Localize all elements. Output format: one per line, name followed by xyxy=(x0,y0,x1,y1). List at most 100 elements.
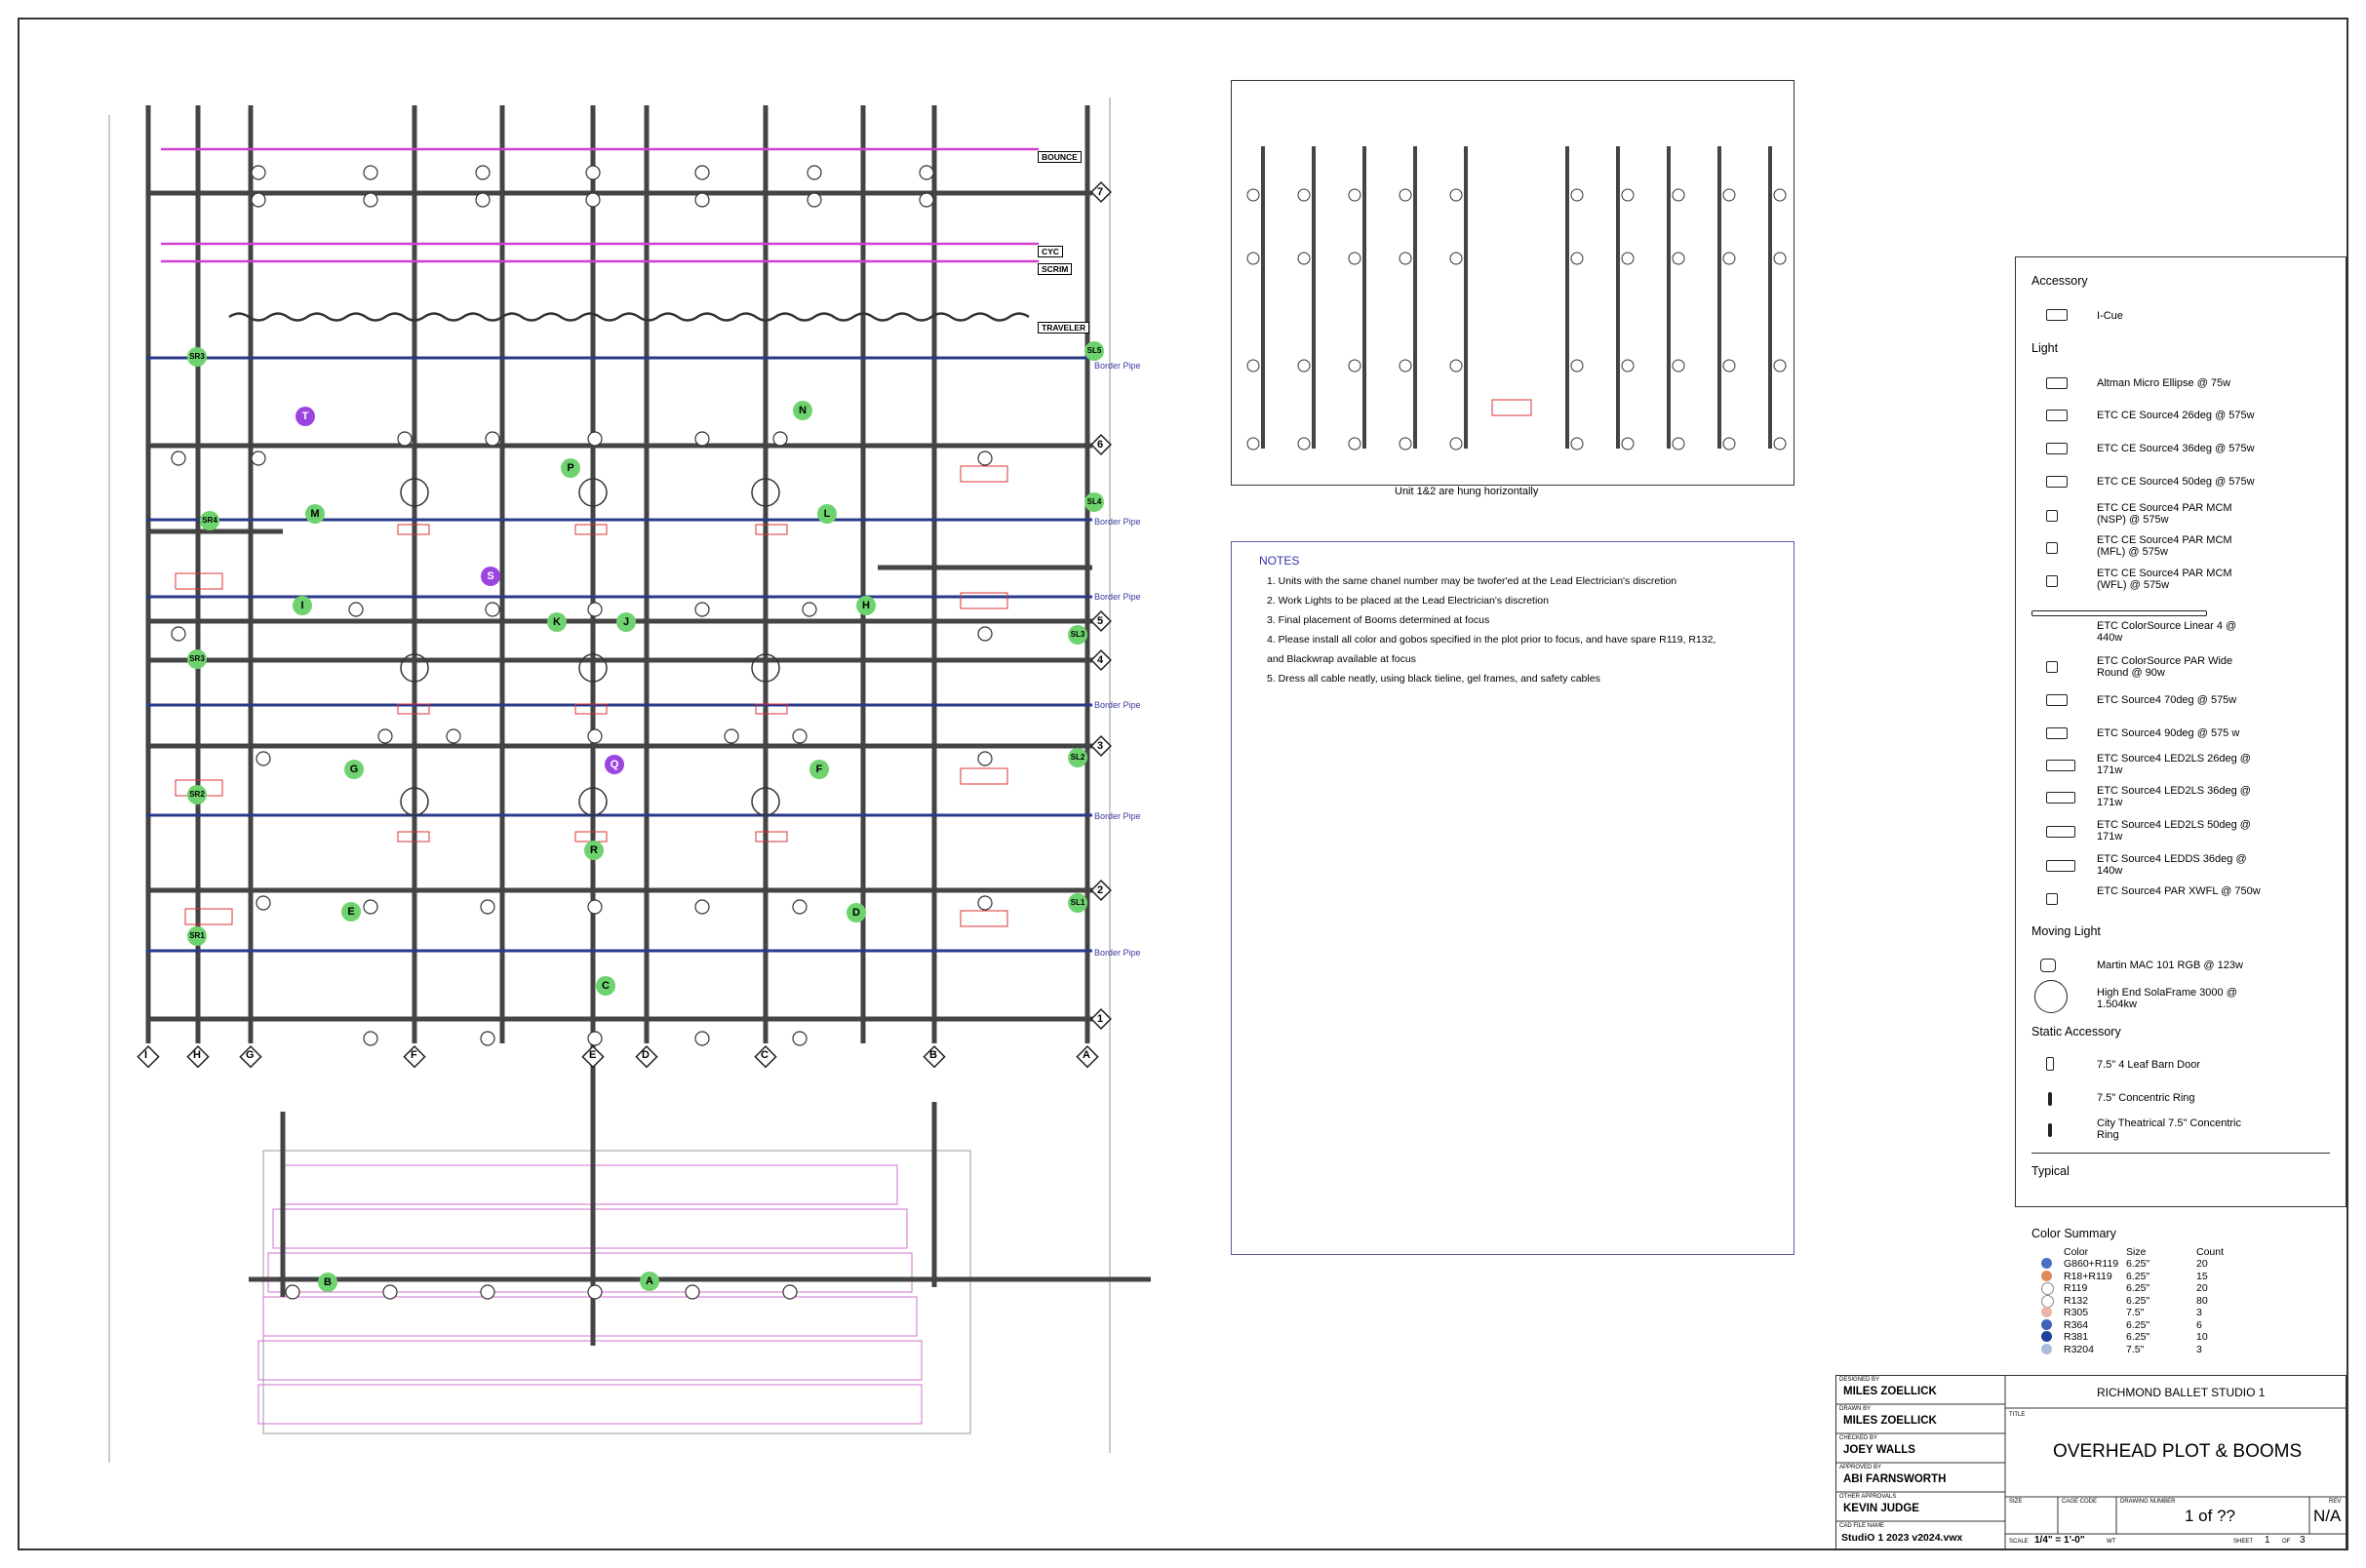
sheet-number: 1 xyxy=(2265,1535,2270,1546)
title-label: TITLE xyxy=(2009,1412,2026,1418)
special-marker: D xyxy=(847,903,866,922)
special-marker: B xyxy=(318,1273,337,1292)
color-summary-cell: 80 xyxy=(2196,1294,2208,1307)
instrument-markers xyxy=(171,165,993,1300)
border-pipes xyxy=(146,356,1092,953)
legend-item: ETC Source4 PAR XWFL @ 750w xyxy=(2097,885,2261,897)
notes-heading: NOTES xyxy=(1259,554,1300,568)
color-swatch xyxy=(2041,1307,2052,1317)
color-summary-cell: 6.25" xyxy=(2126,1331,2150,1343)
legend-section-title: Static Accessory xyxy=(2031,1025,2121,1039)
other-approvals: KEVIN JUDGE xyxy=(1843,1503,1919,1514)
legend-item: ETC ColorSource Linear 4 @ 440w xyxy=(2097,620,2237,644)
color-summary-cell: 6.25" xyxy=(2126,1282,2150,1294)
notes-panel: NOTES 1. Units with the same chanel numb… xyxy=(1231,541,1794,1255)
special-marker: N xyxy=(793,401,812,420)
special-marker: H xyxy=(856,596,876,615)
traveler-curtain xyxy=(228,312,1030,322)
note-item: 5. Dress all cable neatly, using black t… xyxy=(1267,673,1600,685)
color-summary-cell: 15 xyxy=(2196,1270,2208,1282)
grid-letter: C xyxy=(761,1049,769,1061)
boom-label: SR3 xyxy=(187,649,207,669)
note-item: and Blackwrap available at focus xyxy=(1267,653,1416,665)
drawing-title: OVERHEAD PLOT & BOOMS xyxy=(2053,1441,2303,1462)
solaframe-icon xyxy=(2034,980,2068,1013)
client-name: RICHMOND BALLET STUDIO 1 xyxy=(2097,1386,2266,1399)
house-outline xyxy=(108,98,1111,1463)
designed-by: MILES ZOELLICK xyxy=(1843,1386,1937,1397)
legend-item: ETC Source4 LED2LS 50deg @ 171w xyxy=(2097,819,2251,843)
units-caption: Unit 1&2 are hung horizontally xyxy=(1395,486,1539,497)
legend-item: ETC ColorSource PAR Wide Round @ 90w xyxy=(2097,655,2233,679)
pipe-number: 3 xyxy=(1097,740,1104,752)
designed-by-label: DESIGNED BY xyxy=(1839,1377,1880,1383)
color-summary-cell: 3 xyxy=(2196,1307,2202,1318)
color-summary-cell: 3 xyxy=(2196,1343,2202,1355)
special-marker: I xyxy=(293,596,312,615)
boom-label: SL3 xyxy=(1068,625,1087,645)
soft-goods xyxy=(161,147,1039,263)
color-summary-cell: 6 xyxy=(2196,1318,2202,1331)
special-marker: K xyxy=(547,612,567,632)
color-summary-cell: 10 xyxy=(2196,1331,2208,1343)
boom-label: SR3 xyxy=(187,347,207,367)
boom-label: SR1 xyxy=(187,926,207,946)
drawing-sheet xyxy=(18,18,2348,1550)
legend-item: ETC CE Source4 PAR MCM (NSP) @ 575w xyxy=(2097,502,2232,526)
legend-divider xyxy=(2031,1153,2330,1154)
border-pipe-label: Border Pipe xyxy=(1094,592,1141,602)
scale: 1/4" = 1'-0" xyxy=(2034,1535,2085,1546)
ellipsoidal-icon xyxy=(2046,410,2068,421)
legend-item: ETC Source4 70deg @ 575w xyxy=(2097,694,2237,706)
legend-item: Martin MAC 101 RGB @ 123w xyxy=(2097,960,2243,971)
legend-item: ETC Source4 LEDDS 36deg @ 140w xyxy=(2097,853,2247,877)
moving-light-icon xyxy=(2040,959,2056,972)
legend-item: 7.5" 4 Leaf Barn Door xyxy=(2097,1059,2201,1071)
color-summary-title: Color Summary xyxy=(2031,1227,2116,1240)
special-marker: Q xyxy=(605,755,624,774)
note-item: 4. Please install all color and gobos sp… xyxy=(1267,634,1716,646)
special-marker: F xyxy=(809,760,829,779)
color-summary-cell: R132 xyxy=(2064,1294,2089,1307)
led-ellipsoidal-icon xyxy=(2046,792,2075,804)
drawn-by-label: DRAWN BY xyxy=(1839,1406,1872,1412)
legend-item: ETC CE Source4 50deg @ 575w xyxy=(2097,476,2255,488)
color-summary-cell: 6.25" xyxy=(2126,1318,2150,1331)
pipe-number: 5 xyxy=(1097,615,1104,627)
sheet-total: 3 xyxy=(2300,1535,2306,1546)
color-swatch xyxy=(2041,1331,2052,1342)
drawn-by: MILES ZOELLICK xyxy=(1843,1415,1937,1427)
ellipsoidal-icon xyxy=(2046,443,2068,454)
legend-item: City Theatrical 7.5" Concentric Ring xyxy=(2097,1117,2241,1141)
icue-icon xyxy=(2046,309,2068,321)
grid-letter: B xyxy=(929,1049,937,1061)
revision: N/A xyxy=(2313,1507,2342,1525)
special-marker: J xyxy=(616,612,636,632)
par-icon xyxy=(2046,542,2058,554)
legend-item: ETC Source4 90deg @ 575 w xyxy=(2097,727,2240,739)
special-marker: L xyxy=(817,504,837,524)
boom-label: SL2 xyxy=(1068,748,1087,767)
pipe-number: 4 xyxy=(1097,654,1104,666)
color-summary-cell: 7.5" xyxy=(2126,1307,2145,1318)
special-marker: C xyxy=(596,976,615,996)
pipe-number: 6 xyxy=(1097,439,1104,451)
pipe-number: 2 xyxy=(1097,884,1104,896)
color-summary-cell: 20 xyxy=(2196,1282,2208,1294)
legend-section-title: Light xyxy=(2031,341,2059,355)
boom-label: SL1 xyxy=(1068,893,1087,913)
color-summary-header: Count xyxy=(2196,1246,2225,1258)
special-marker: E xyxy=(341,902,361,921)
led-ellipsoidal-icon xyxy=(2046,826,2075,838)
grid-letter: D xyxy=(642,1049,650,1061)
border-pipe-label: Border Pipe xyxy=(1094,948,1141,958)
legend-section-title: Accessory xyxy=(2031,274,2088,288)
ellipsoidal-icon xyxy=(2046,694,2068,706)
special-marker: M xyxy=(305,504,325,524)
note-item: 1. Units with the same chanel number may… xyxy=(1267,575,1677,587)
legend-section-title: Moving Light xyxy=(2031,924,2101,938)
approved-by: ABI FARNSWORTH xyxy=(1843,1473,1947,1485)
border-pipe-label: Border Pipe xyxy=(1094,700,1141,710)
drawing-number-label: DRAWING NUMBER xyxy=(2120,1499,2176,1505)
